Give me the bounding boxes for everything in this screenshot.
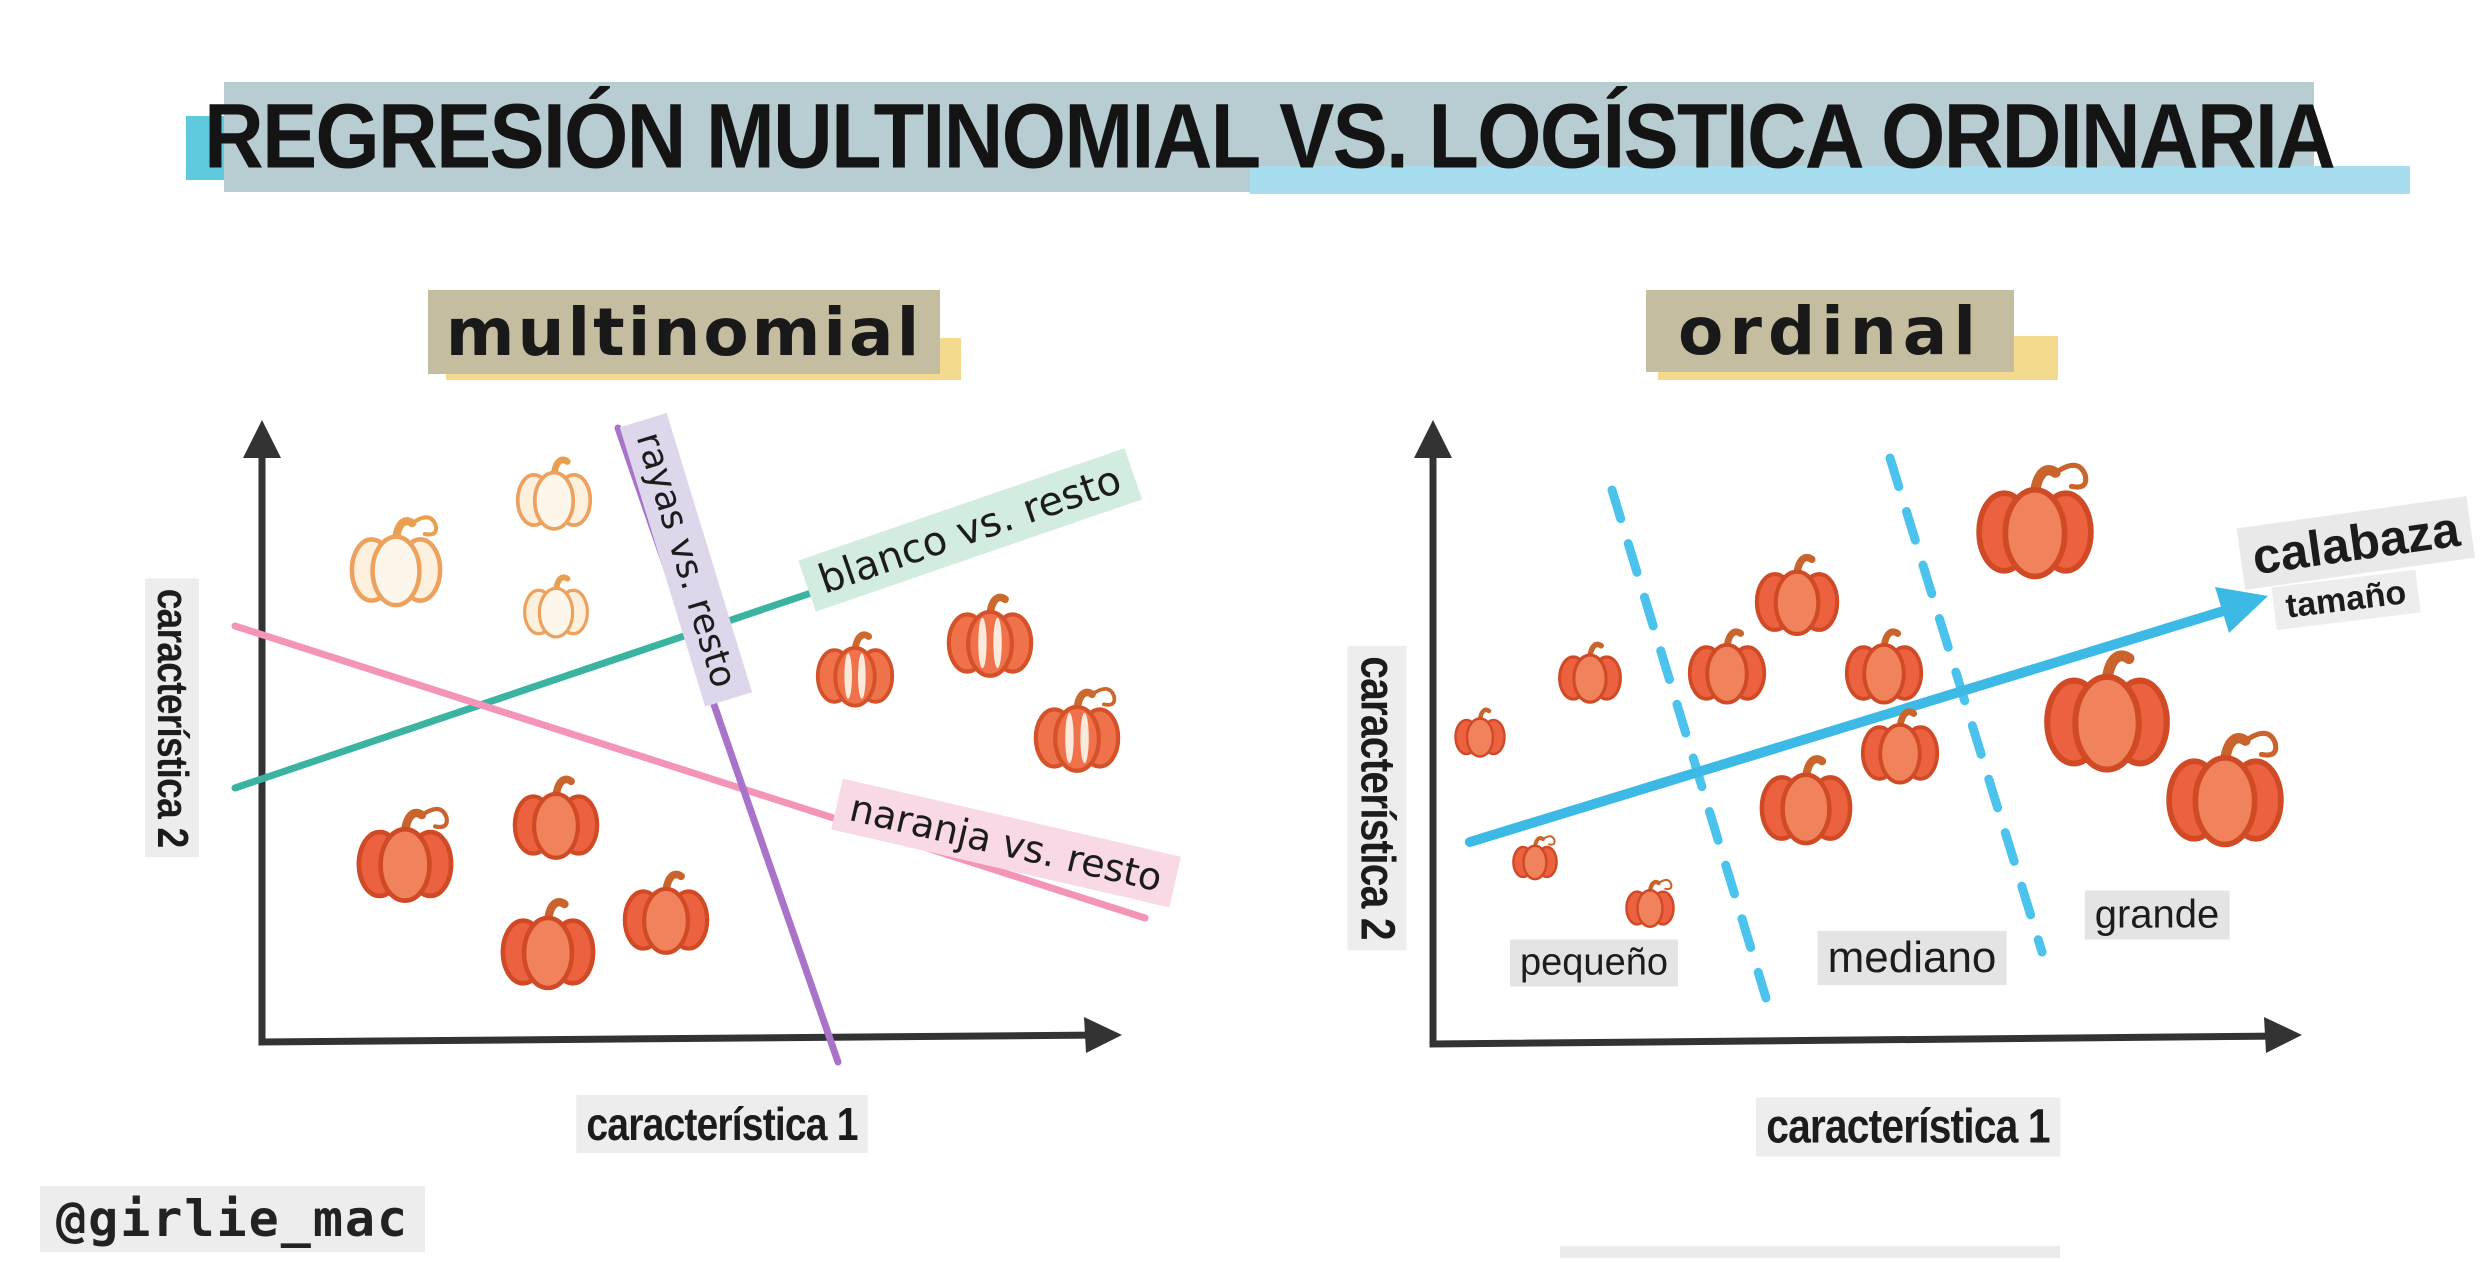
pumpkin-orange [1759,755,1853,846]
right-y-arrowhead [1414,420,1452,458]
region-label-grande: grande [2084,890,2230,940]
right-pumpkins [1454,462,2284,928]
pumpkin-orange [1625,878,1675,928]
right-y-axis-label: característica 2 [1347,646,1407,950]
pumpkin-orange [1844,628,1924,705]
left-axes [258,448,1109,1046]
pumpkin-orange [1754,553,1840,637]
pumpkin-orange [2044,650,2170,773]
pumpkin-orange [1558,641,1622,704]
pumpkin-orange [2166,730,2284,848]
multinomial-header: multinomial [428,290,940,374]
left-y-axis-label: característica 2 [145,578,199,858]
pumpkin-white [523,574,589,639]
right-x-axis-label: característica 1 [1756,1097,2060,1157]
boundary-naranja-line [231,622,1149,922]
left-y-arrowhead [243,420,281,458]
pumpkin-orange [356,806,454,904]
pumpkin-striped [815,631,895,708]
region-label-pequeno: pequeño [1510,939,1678,987]
pumpkin-white [349,515,443,608]
title-highlight-blue [1250,166,2410,194]
region-label-mediano: mediano [1817,931,2007,985]
left-x-axis-label: característica 1 [576,1095,868,1153]
ordinal-header: ordinal [1646,290,2014,372]
pumpkin-orange [1976,462,2094,580]
pumpkin-orange [512,775,600,860]
pumpkin-orange [1454,707,1506,758]
pumpkin-striped [946,593,1034,678]
pumpkin-orange [1687,628,1767,705]
threshold-line-2 [1885,453,2047,957]
page-title: REGRESIÓN MULTINOMIAL VS. LOGÍSTICA ORDI… [203,85,2336,188]
right-x-arrowhead [2264,1017,2302,1053]
bottom-smudge [1560,1246,2060,1258]
pumpkin-white [515,456,593,531]
right-axes [1429,448,2289,1048]
pumpkin-orange [622,870,710,955]
pumpkin-orange [500,898,596,991]
pumpkin-orange [1860,708,1940,785]
pumpkin-orange [1512,835,1558,881]
pumpkin-striped [1033,686,1121,773]
threshold-line-1 [1607,485,1771,1003]
author-handle: @girlie_mac [40,1186,426,1252]
size-axis-arrowhead [2215,587,2268,633]
left-pumpkins [349,456,1121,991]
left-x-arrowhead [1084,1017,1122,1053]
size-axis-arrow [1465,604,2235,847]
